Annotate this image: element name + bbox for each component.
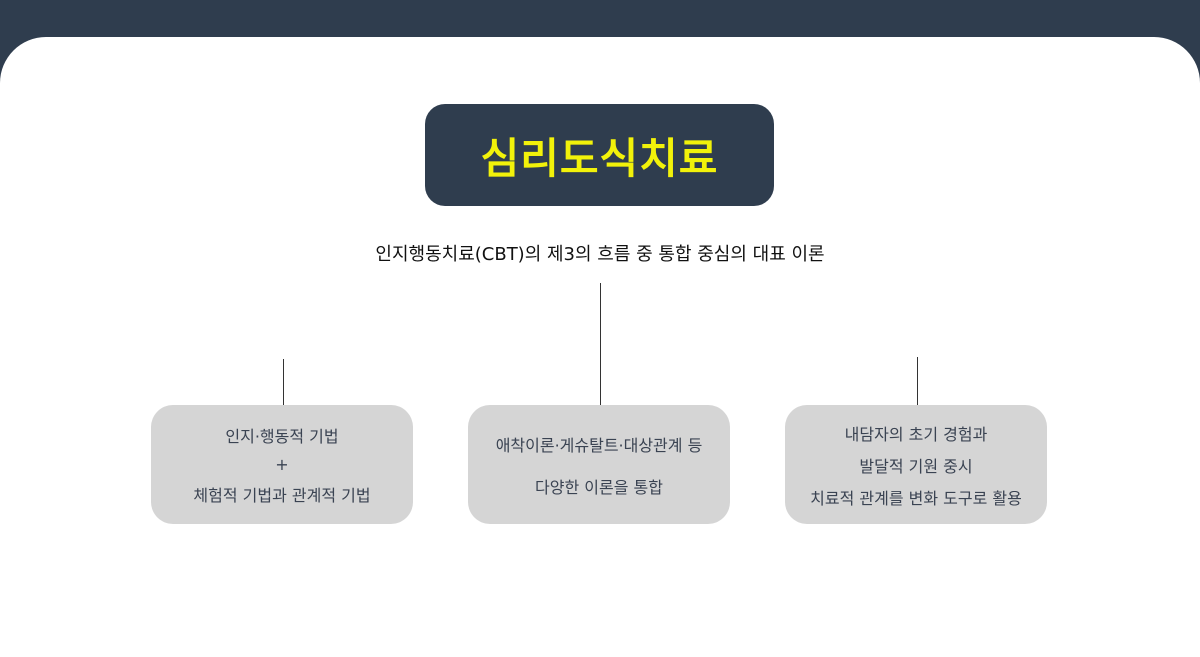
box-integration: 애착이론·게슈탈트·대상관계 등 다양한 이론을 통합 [468, 405, 730, 524]
box-line: 다양한 이론을 통합 [535, 477, 663, 497]
title-box: 심리도식치료 [425, 104, 774, 206]
box-line: 발달적 기원 중시 [859, 456, 973, 476]
connector-left [283, 359, 284, 405]
title-text: 심리도식치료 [480, 133, 719, 183]
connector-center [600, 283, 601, 405]
box-line: + [275, 455, 289, 474]
subtitle: 인지행동치료(CBT)의 제3의 흐름 중 통합 중심의 대표 이론 [375, 244, 825, 265]
box-line: 체험적 기법과 관계적 기법 [193, 486, 371, 505]
box-line: 치료적 관계를 변화 도구로 활용 [810, 488, 1022, 508]
box-line: 인지·행동적 기법 [225, 427, 339, 446]
connector-right [917, 357, 918, 405]
box-line: 내담자의 초기 경험과 [844, 424, 988, 444]
box-line: 애착이론·게슈탈트·대상관계 등 [495, 435, 703, 455]
box-experience: 내담자의 초기 경험과 발달적 기원 중시 치료적 관계를 변화 도구로 활용 [785, 405, 1047, 524]
box-techniques: 인지·행동적 기법 + 체험적 기법과 관계적 기법 [151, 405, 413, 524]
